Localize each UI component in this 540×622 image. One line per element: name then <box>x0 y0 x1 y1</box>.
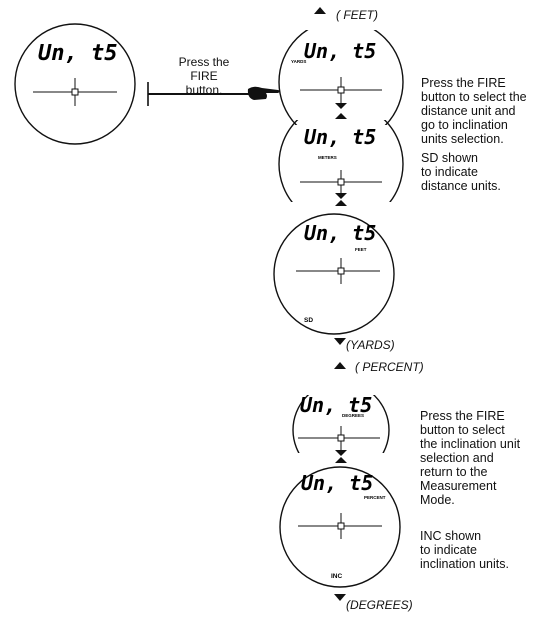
inc-note: INC shown to indicate inclination units. <box>420 529 509 571</box>
unit-label: DEGREES <box>342 413 364 418</box>
down-arrow-icon <box>334 594 346 601</box>
sd-note: SD shown to indicate distance units. <box>421 151 501 193</box>
yards-cycle-label: (YARDS) <box>346 338 395 352</box>
display-text: Un, t5 <box>304 125 376 149</box>
up-arrow-icon <box>335 113 347 119</box>
display-text: Un, t5 <box>304 39 376 63</box>
unit-label: PERCENT <box>364 495 386 500</box>
unit-label: YARDS <box>291 59 306 64</box>
scope-view-initial: Un, t5 <box>14 23 136 145</box>
down-arrow-icon <box>334 338 346 345</box>
down-arrow-icon <box>335 450 347 456</box>
up-arrow-icon <box>334 362 346 369</box>
display-text: Un, t5 <box>304 221 376 245</box>
scope-view-feet: Un, t5 FEET SD <box>273 213 395 335</box>
mode-indicator: SD <box>304 317 313 324</box>
display-text: Un, t5 <box>301 471 373 495</box>
unit-label: FEET <box>355 247 367 252</box>
down-arrow-icon <box>335 193 347 199</box>
scope-view-degrees: Un, t5 DEGREES <box>292 393 390 453</box>
display-text: Un, t5 <box>38 41 117 66</box>
up-arrow-icon <box>335 200 347 206</box>
degrees-cycle-label: (DEGREES) <box>346 598 413 612</box>
press-fire-label: Press the FIRE button. <box>178 55 230 97</box>
scope-view-percent: Un, t5 PERCENT INC <box>279 466 401 588</box>
unit-label: METERS <box>318 155 337 160</box>
scope-view-meters: Un, t5 METERS <box>278 120 404 202</box>
fire-button-pointer <box>147 82 280 106</box>
down-arrow-icon <box>335 103 347 109</box>
percent-cycle-label: ( PERCENT) <box>355 360 424 374</box>
up-arrow-icon <box>314 7 326 14</box>
display-text: Un, t5 <box>300 393 372 417</box>
distance-instruction: Press the FIRE button to select the dist… <box>421 76 527 146</box>
pointing-hand-icon <box>247 86 280 100</box>
scope-view-yards: Un, t5 YARDS <box>278 30 404 125</box>
up-arrow-icon <box>335 457 347 463</box>
feet-cycle-label: ( FEET) <box>336 8 378 22</box>
inclination-instruction: Press the FIRE button to select the incl… <box>420 409 521 507</box>
mode-indicator: INC <box>331 573 343 580</box>
